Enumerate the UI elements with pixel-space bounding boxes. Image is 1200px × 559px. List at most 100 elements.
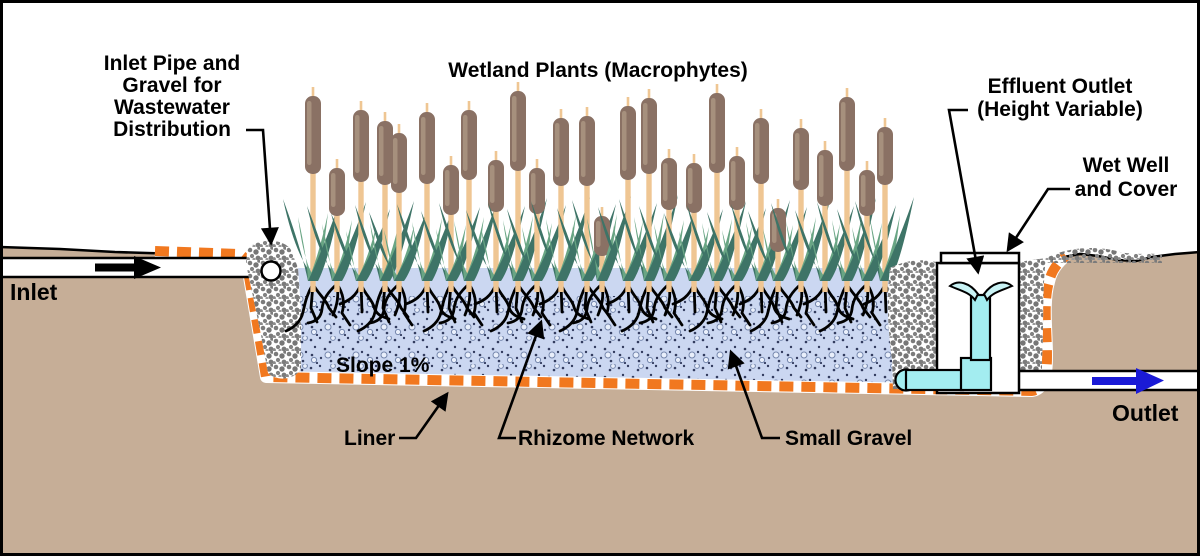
cattail-leaf — [773, 207, 807, 281]
cattail-leaf — [880, 197, 914, 281]
svg-text:Wastewater: Wastewater — [114, 96, 230, 119]
cattail-head-highlight — [421, 117, 426, 175]
cattail-plant — [664, 154, 723, 292]
cattail-stem — [334, 212, 340, 292]
cattail-leaf — [546, 219, 566, 281]
cattail-leaf — [556, 197, 590, 281]
cattail-plant — [439, 101, 498, 292]
cattail-head-highlight — [795, 133, 800, 181]
cattail-stem — [515, 167, 521, 292]
cattail-stem — [864, 212, 870, 292]
soil — [0, 247, 1200, 556]
label-small-gravel: Small Gravel — [727, 349, 912, 450]
cattail-plant — [307, 159, 366, 292]
inlet-gravel — [246, 240, 301, 379]
effluent-standpipe — [894, 281, 1014, 392]
label-liner: Liner — [344, 391, 449, 450]
cattail-stem — [466, 176, 472, 292]
cattail-leaf — [332, 202, 366, 281]
cattail-leaf — [394, 208, 428, 281]
cattail-leaf — [832, 220, 852, 281]
cattail-plant — [531, 109, 590, 292]
cattail-plant — [687, 84, 746, 292]
cattail-leaf — [689, 209, 723, 281]
cattail-leaf — [572, 226, 592, 281]
cattail-leaf — [679, 231, 699, 281]
cattail-leaf — [503, 220, 523, 281]
cattail-leaf — [597, 196, 631, 281]
cattail-plant — [707, 147, 766, 292]
cattail-leaf — [722, 230, 742, 281]
berm-gravel-scatter — [1046, 248, 1162, 263]
cattail-stem — [493, 208, 499, 292]
cattail-head-highlight — [688, 168, 693, 204]
cattail-stem — [798, 186, 804, 292]
label-effluent-outlet: Effluent Outlet (Height Variable) — [947, 75, 1143, 275]
cattail-leaf — [870, 219, 890, 281]
cattail-plant — [639, 149, 698, 292]
cattail-stem — [691, 209, 697, 292]
cattail-head-highlight — [731, 161, 736, 201]
label-inlet-pipe-gravel: Inlet Pipe and Gravel for Wastewater Dis… — [104, 52, 279, 246]
cattail-leaf — [481, 228, 501, 281]
cattail-leaf — [763, 229, 783, 281]
cattail-head-highlight — [490, 165, 495, 203]
cattail-stem — [714, 169, 720, 292]
cattail-head-highlight — [622, 111, 627, 171]
fountain-spray-right — [982, 281, 1014, 302]
cattail-leaf — [664, 202, 698, 281]
cattail-plant — [331, 101, 390, 292]
cattail-leaf — [786, 221, 806, 281]
cattail-head-highlight — [307, 101, 312, 165]
svg-text:Effluent Outlet: Effluent Outlet — [988, 75, 1133, 98]
svg-text:Gravel for: Gravel for — [122, 74, 221, 97]
cattail-stem — [666, 206, 672, 292]
label-inlet: Inlet — [10, 279, 58, 305]
cattail-leaf — [346, 231, 366, 281]
cattail-plant — [598, 97, 657, 292]
leader-wet-well — [1006, 187, 1070, 253]
cattail-leaf — [436, 229, 456, 281]
cattail-leaf — [412, 222, 432, 281]
cattail-stem — [646, 170, 652, 292]
outlet-gravel-left — [887, 260, 940, 389]
cattail-leaf — [842, 198, 876, 281]
svg-text:Distribution: Distribution — [113, 118, 231, 141]
cattail-leaf — [613, 225, 633, 281]
cattail-plant — [466, 151, 525, 292]
svg-text:Liner: Liner — [344, 427, 395, 450]
cattail-head-highlight — [531, 173, 536, 205]
leader-effluent-outlet — [947, 108, 985, 275]
cattail-plant — [488, 82, 547, 292]
leader-liner — [399, 391, 449, 440]
cattail-head-highlight — [463, 115, 468, 171]
svg-text:(Height Variable): (Height Variable) — [977, 98, 1143, 121]
cattail-plant — [771, 119, 830, 292]
cattail-leaf — [587, 218, 607, 281]
cattail-leaf — [810, 228, 830, 281]
leader-rhizome-network — [497, 319, 545, 440]
cattail-plant — [795, 141, 854, 292]
cattail-head-highlight — [379, 126, 384, 176]
svg-text:Wet Well: Wet Well — [1083, 154, 1170, 177]
cattail-plant — [817, 88, 876, 292]
gravel-bed-stipple — [247, 296, 1039, 391]
cattail-plant — [369, 124, 428, 292]
cattail-leaf — [634, 217, 654, 281]
wetland-plants — [283, 82, 914, 292]
cattail-stem — [822, 202, 828, 292]
cattail-plant — [397, 103, 456, 292]
leader-inlet-pipe — [246, 128, 279, 246]
cattail-head-highlight — [819, 155, 824, 197]
cattail-head-highlight — [663, 163, 668, 201]
cattail-leaf — [654, 224, 674, 281]
cattail-leaf — [370, 223, 390, 281]
cattail-leaf — [513, 198, 547, 281]
cattail-leaf — [796, 199, 830, 281]
cattail-head-highlight — [755, 123, 760, 175]
cattail-leaf — [298, 217, 318, 281]
cattail-stem — [534, 210, 540, 292]
cattail-leaf — [532, 205, 566, 281]
cattail-head-highlight — [331, 173, 336, 207]
